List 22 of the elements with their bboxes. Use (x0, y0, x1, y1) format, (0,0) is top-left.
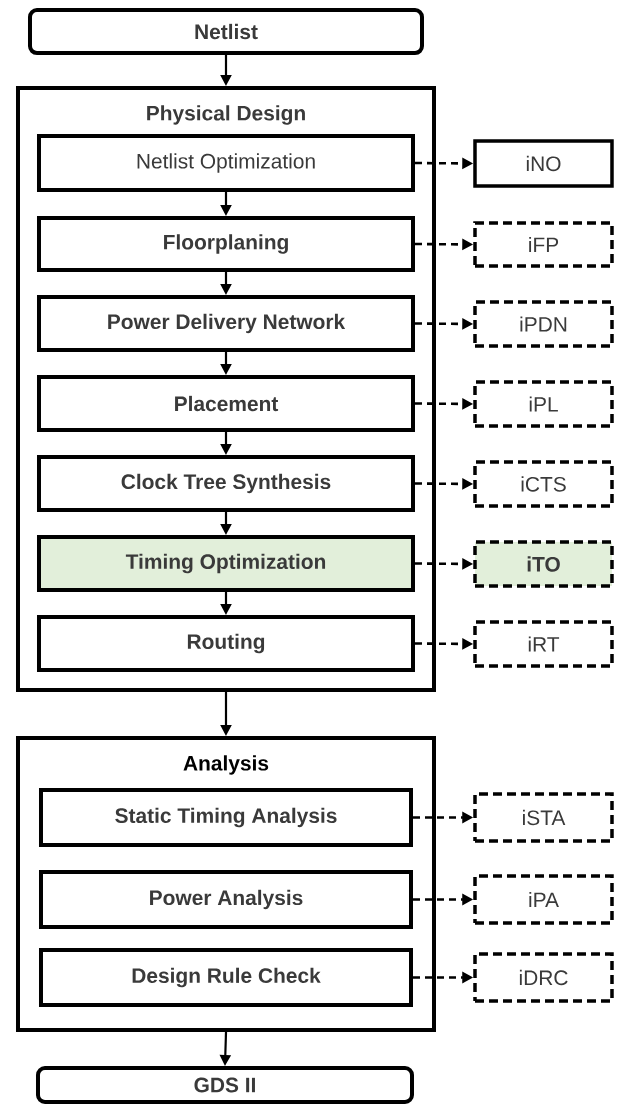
tool-box: iFP (473, 221, 614, 268)
tool-box: iPDN (473, 300, 614, 348)
process-box: Power Delivery Network (37, 295, 415, 352)
process-box: Static Timing Analysis (39, 788, 413, 847)
process-box: Clock Tree Synthesis (37, 455, 415, 512)
process-box: Routing (37, 615, 415, 672)
process-box: Netlist Optimization (37, 134, 415, 192)
terminal-box: Netlist (28, 8, 424, 55)
tool-box: iRT (473, 620, 614, 668)
process-box: Power Analysis (39, 870, 413, 929)
tool-box: iNO (473, 139, 614, 188)
tool-box: iPA (473, 874, 614, 925)
process-box: Placement (37, 375, 415, 432)
process-box: Timing Optimization (37, 535, 415, 592)
tool-box: iDRC (473, 952, 614, 1003)
process-box: Design Rule Check (39, 948, 413, 1007)
process-box: Floorplaning (37, 216, 415, 272)
tool-box: iTO (473, 540, 614, 588)
tool-box: iSTA (473, 792, 614, 843)
tool-box: iPL (473, 380, 614, 428)
terminal-box: GDS II (36, 1066, 414, 1104)
tool-box: iCTS (473, 460, 614, 508)
